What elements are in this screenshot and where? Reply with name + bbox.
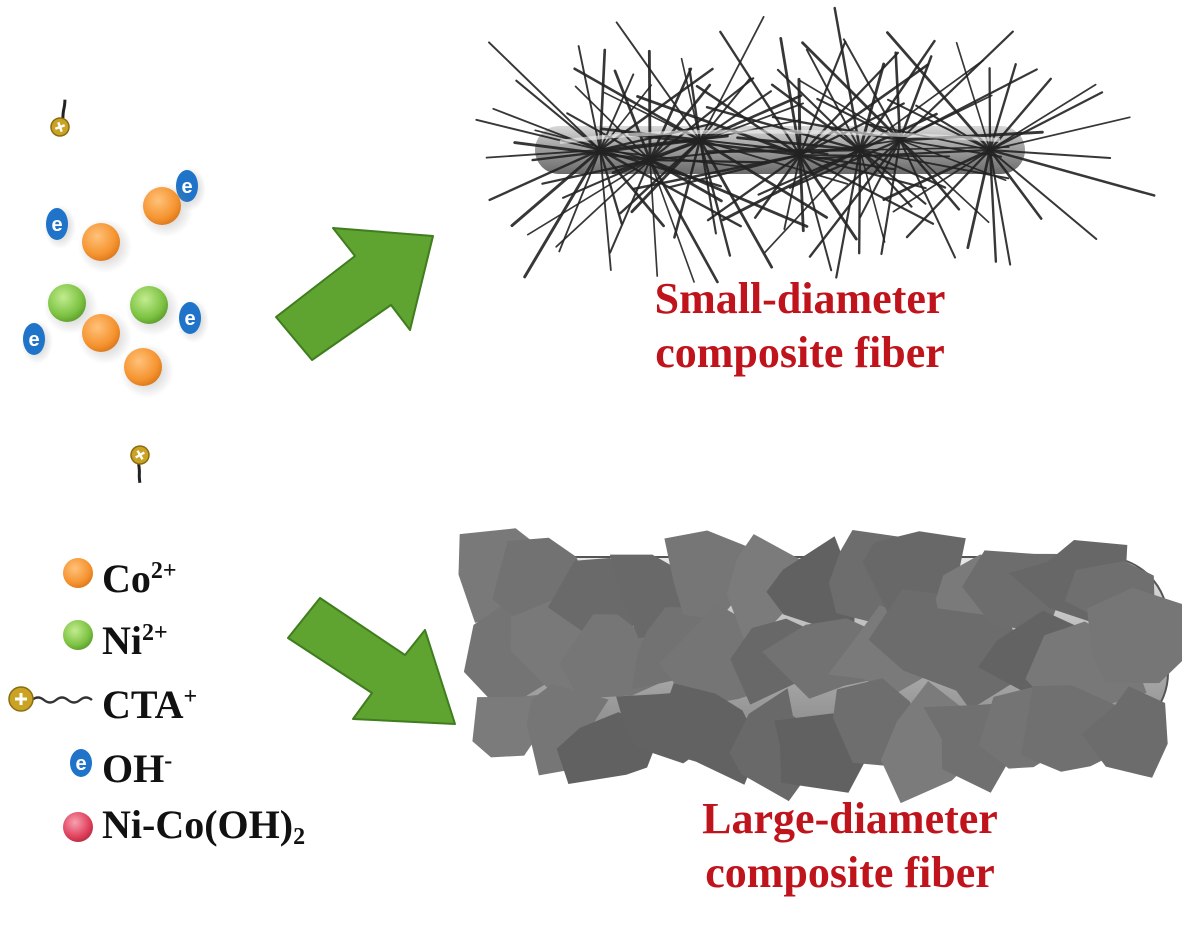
oh-ion-icon: e	[70, 749, 92, 777]
arrow-to-small-fiber	[275, 227, 434, 361]
oh-ion-icon: e	[177, 299, 209, 343]
fiber-flakes	[458, 528, 1182, 804]
arrow-to-large-fiber	[287, 597, 456, 725]
flake	[766, 536, 856, 638]
fiber-spikes	[475, 6, 1156, 284]
spike-cluster	[705, 6, 1010, 279]
legend-sup-ni: 2+	[142, 620, 168, 646]
legend-label-product: Ni-Co(OH)	[102, 802, 294, 847]
oh-ion-icon: e	[21, 320, 53, 364]
co-ion-icon	[82, 314, 120, 352]
ion-cluster: e e e e	[21, 99, 209, 483]
legend-sup-cta: +	[183, 684, 198, 710]
small-fiber-caption-line-1: Small-diameter	[654, 274, 946, 323]
flake	[651, 683, 760, 785]
legend-label-cta: CTA	[102, 682, 184, 727]
ni-ion-icon	[130, 286, 168, 324]
large-diameter-fiber	[458, 528, 1182, 804]
orange-sphere-icon	[63, 558, 93, 588]
oh-glyph: e	[75, 753, 86, 775]
large-fiber-caption: Large-diameter composite fiber	[600, 792, 1100, 900]
large-fiber-caption-line-2: composite fiber	[705, 848, 995, 897]
legend-sup-co: 2+	[150, 558, 177, 584]
flake	[762, 618, 886, 699]
red-sphere-icon	[63, 812, 93, 842]
legend-label-co: Co	[102, 556, 151, 601]
co-ion-icon	[124, 348, 162, 386]
legend-sub-product: 2	[293, 824, 306, 850]
small-fiber-caption: Small-diameter composite fiber	[560, 272, 1040, 380]
ni-ion-icon	[48, 284, 86, 322]
legend-sup-oh: -	[164, 748, 173, 774]
co-ion-icon	[143, 187, 181, 225]
flake	[664, 530, 763, 621]
flake	[1087, 587, 1182, 684]
cta-ion-icon	[130, 445, 150, 483]
legend-label-ni: Ni	[102, 618, 142, 663]
spike-cluster	[513, 49, 809, 284]
svg-text:e: e	[51, 214, 62, 236]
cta-ion-icon	[50, 99, 70, 137]
small-diameter-fiber	[475, 6, 1156, 284]
legend-label-oh: OH	[102, 746, 165, 791]
cta-surfactant-icon	[8, 686, 93, 712]
large-fiber-caption-line-1: Large-diameter	[702, 794, 998, 843]
co-ion-icon	[82, 223, 120, 261]
small-fiber-caption-line-2: composite fiber	[655, 328, 945, 377]
flake	[1081, 686, 1168, 778]
spike-cluster	[815, 31, 1156, 266]
svg-text:e: e	[181, 176, 192, 198]
svg-text:e: e	[184, 308, 195, 330]
oh-ion-icon: e	[44, 205, 76, 249]
green-sphere-icon	[63, 620, 93, 650]
svg-text:e: e	[28, 329, 39, 351]
